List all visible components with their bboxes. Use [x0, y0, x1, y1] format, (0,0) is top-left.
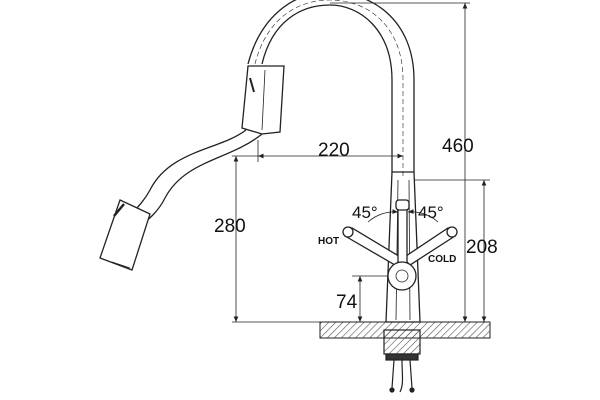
dim-label-74: 74: [336, 292, 358, 313]
dim-label-220: 220: [318, 140, 350, 161]
pullout-hose: [125, 129, 263, 227]
dim-label-460: 460: [442, 136, 474, 157]
spray-head-pulled: [99, 199, 151, 271]
gooseneck-spout: [247, 0, 415, 176]
cold-label: COLD: [428, 254, 456, 265]
hot-label: HOT: [318, 236, 339, 247]
mixer-handle: [342, 199, 458, 291]
dimension-lines: [232, 2, 490, 323]
angle-arcs: [367, 209, 439, 223]
angle-label-hot: 45°: [352, 203, 378, 222]
mounting-shank: [383, 329, 421, 393]
angle-label-cold: 45°: [418, 203, 444, 222]
dim-label-208: 208: [466, 237, 498, 258]
dim-label-280: 280: [214, 216, 246, 237]
spray-head-docked: [241, 65, 285, 135]
